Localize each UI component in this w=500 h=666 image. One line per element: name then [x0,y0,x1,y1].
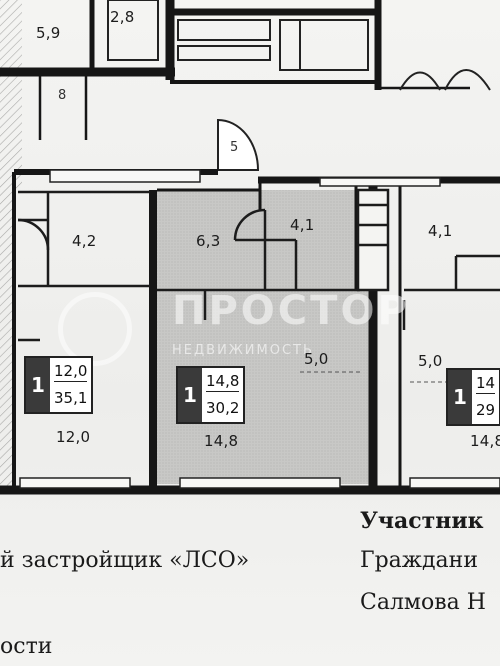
developer-line: й застройщик «ЛСО» [0,548,250,573]
room-area-label: 4,2 [72,232,97,250]
watermark-logo [58,292,132,366]
rooms-count: 1 [178,368,202,422]
room-area-label: 14,8 [470,432,500,450]
citizen-name-line: Салмова Н [360,590,486,615]
room-area-label: 6,3 [196,232,221,250]
room-area-label: 4,1 [428,222,453,240]
apartment-badge: 1 14,8 30,2 [176,366,246,424]
total-area: 29 [476,401,496,420]
window-strips [19,169,500,489]
living-area: 14 [476,373,496,394]
upper-walls [0,0,470,140]
living-area: 14,8 [206,371,240,392]
room-area-label: 4,1 [290,216,315,234]
hatched-zone-left [0,190,14,490]
watermark-sub: НЕДВИЖИМОСТЬ [172,343,314,358]
room-area-label: 5,0 [418,352,443,370]
total-area: 35,1 [54,389,88,408]
living-area: 12,0 [54,361,88,382]
participant-heading: Участник [360,508,484,534]
apartment-badge: 1 12,0 35,1 [24,356,94,414]
watermark-brand: ПРОСТОР [172,288,410,334]
hatched-zone-top-left [0,0,22,190]
room-area-label: 5,0 [304,350,329,368]
room-area-label: 2,8 [110,8,135,26]
room-area-label: 5 [230,140,239,155]
partitions [17,188,500,342]
room-area-label: 5,9 [36,24,61,42]
room-area-label: 12,0 [56,428,91,446]
rooms-count: 1 [448,370,472,424]
door-arc-5 [217,118,260,171]
text-fragment: ости [0,634,53,659]
apartment-badge: 1 14 29 [446,368,500,426]
total-area: 30,2 [206,399,240,418]
furniture-top [107,0,491,91]
shaded-apartment [157,190,369,484]
rooms-count: 1 [26,358,50,412]
room-area-label: 14,8 [204,432,239,450]
citizen-line: Граждани [360,548,478,573]
room-area-label: 8 [58,88,67,103]
